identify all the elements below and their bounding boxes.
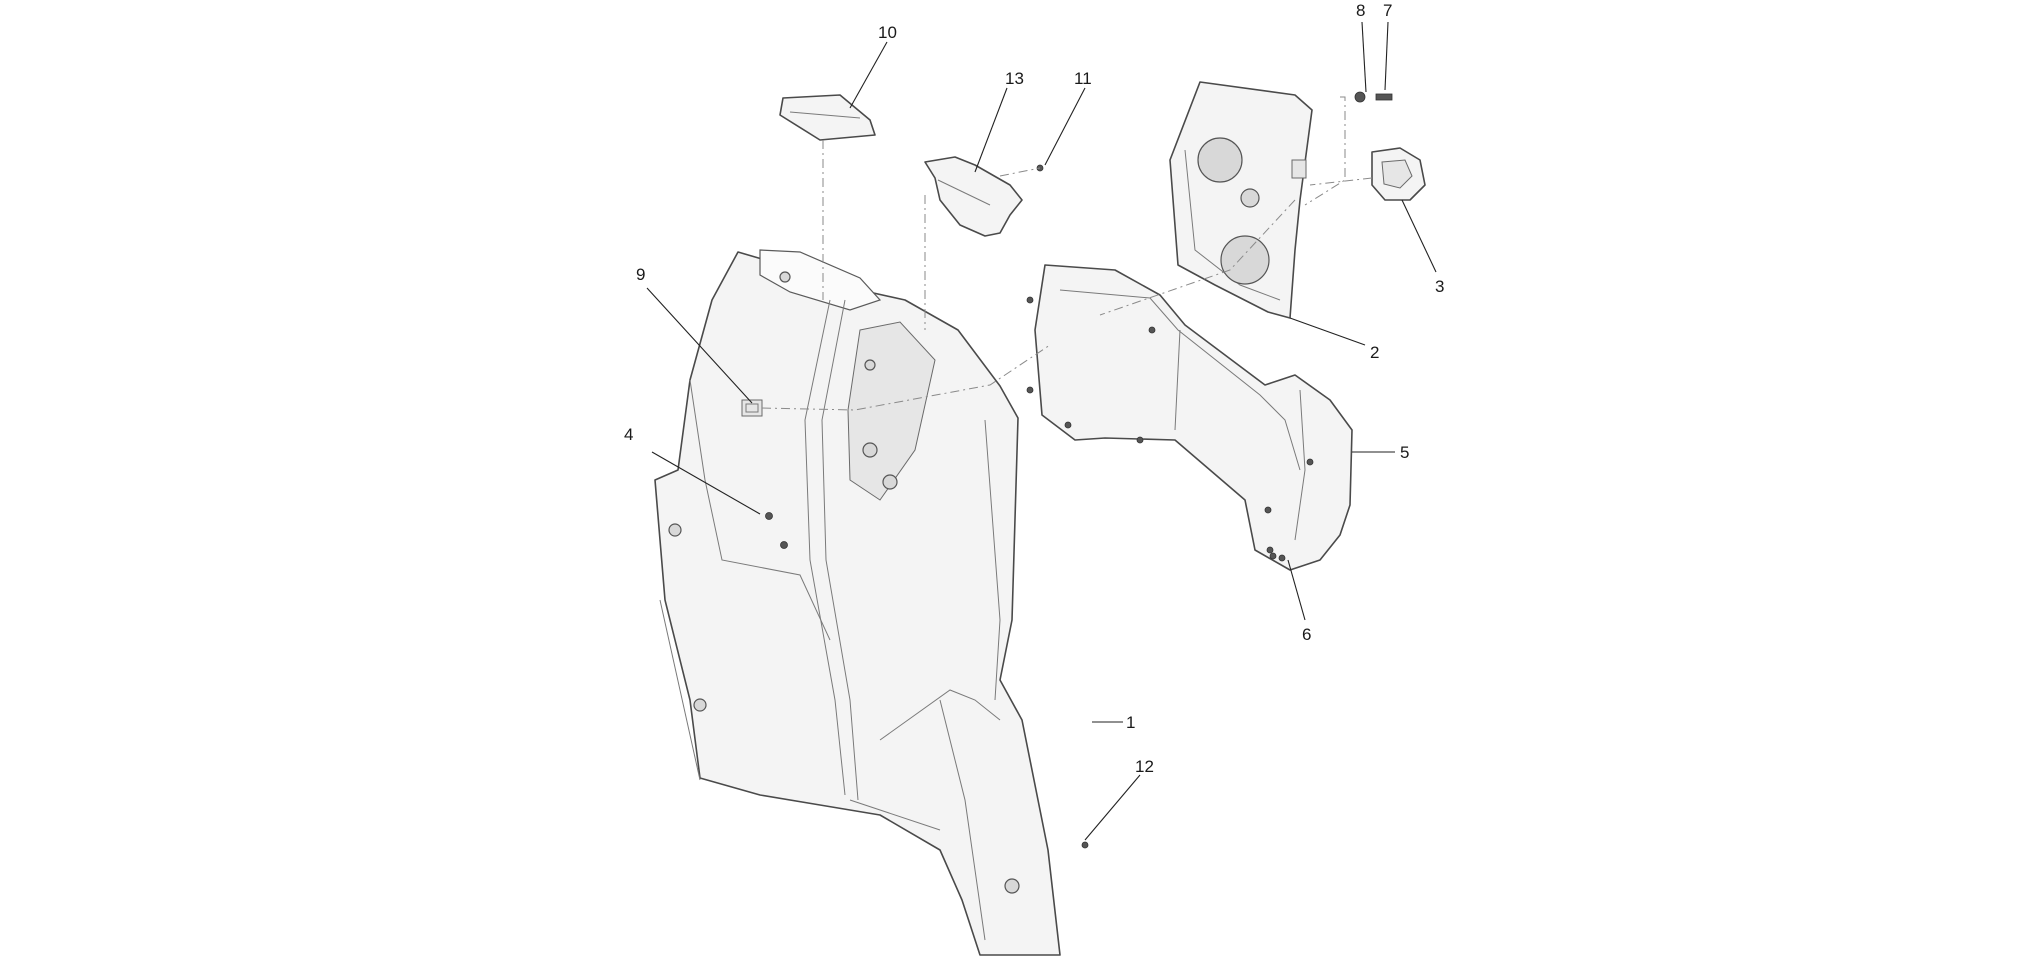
callout-3: 3	[1435, 277, 1444, 296]
callout-10: 10	[878, 23, 897, 42]
part-13-bracket-cover	[924, 156, 1023, 237]
callout-5: 5	[1400, 443, 1409, 462]
leader-lines	[646, 21, 1437, 841]
assembly-lines	[761, 96, 1373, 411]
part-2-inner-panel	[1169, 81, 1313, 319]
callout-labels: 1 2 3 4 5 6 7 8 9 10 11 12 13	[624, 1, 1444, 776]
callout-4: 4	[624, 425, 633, 444]
callout-7: 7	[1383, 1, 1392, 20]
callout-12: 12	[1135, 757, 1154, 776]
callout-2: 2	[1370, 343, 1379, 362]
part-1-leg-shield	[654, 249, 1061, 956]
callout-11: 11	[1074, 69, 1092, 88]
callout-13: 13	[1005, 69, 1024, 88]
part-10-small-cover	[779, 94, 876, 141]
callout-6: 6	[1302, 625, 1311, 644]
callout-8: 8	[1356, 1, 1365, 20]
callout-1: 1	[1126, 713, 1135, 732]
part-3-round-switch	[1371, 147, 1426, 201]
callout-9: 9	[636, 265, 645, 284]
part-5-glove-box	[1034, 264, 1353, 571]
fasteners	[765, 91, 1393, 849]
